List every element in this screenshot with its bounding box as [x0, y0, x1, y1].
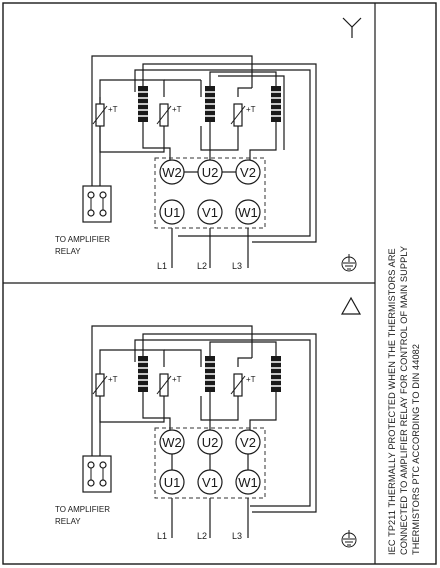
side-note-line-1: IEC TP211 THERMALLY PROTECTED WHEN THE T…	[387, 248, 397, 555]
side-note-line-2: CONNECTED TO AMPLIFIER RELAY FOR CONTROL…	[399, 246, 409, 555]
terminal-label: W1	[238, 475, 258, 490]
relay-contact-block	[82, 455, 112, 493]
terminal-w1	[235, 469, 261, 495]
relay-label-line-1: TO AMPLIFIER	[55, 505, 110, 514]
supply-line-l3: L3	[232, 261, 242, 271]
thermistor-label: +T	[108, 105, 118, 114]
terminal-label: W2	[162, 435, 182, 450]
delta-connection-icon	[340, 296, 362, 315]
ground-icon	[341, 254, 357, 272]
supply-line-l3: L3	[232, 531, 242, 541]
side-note: IEC TP211 THERMALLY PROTECTED WHEN THE T…	[387, 246, 421, 555]
terminal-label: V1	[202, 475, 218, 490]
terminal-v1	[197, 469, 223, 495]
thermistor-label: +T	[172, 375, 182, 384]
terminal-bottom-row: U1 V1 W1	[159, 199, 261, 225]
thermistor-symbol: +T	[230, 103, 256, 127]
terminal-box	[154, 157, 266, 229]
terminal-label: U2	[202, 435, 219, 450]
relay-contact-block	[82, 185, 112, 223]
thermistor-symbol: +T	[92, 373, 118, 397]
winding-coil	[205, 356, 215, 392]
winding-wiring	[134, 63, 317, 268]
terminal-label: V2	[240, 435, 256, 450]
terminal-box	[154, 427, 266, 499]
panel-star: +T +T +T W2 U2 V2 U1 V1	[55, 17, 362, 272]
terminal-top-row: W2 U2 V2	[159, 429, 261, 455]
terminal-w1	[235, 199, 261, 225]
thermistor-symbol: +T	[156, 373, 182, 397]
terminal-label: U1	[164, 205, 181, 220]
panel-delta: +T +T +T W2 U2 V2 U1 V1	[55, 296, 362, 548]
star-connection-icon	[342, 17, 362, 38]
thermistor-symbol: +T	[156, 103, 182, 127]
thermistor-label: +T	[108, 375, 118, 384]
supply-line-l2: L2	[197, 261, 207, 271]
terminal-v1	[197, 199, 223, 225]
terminal-label: W1	[238, 205, 258, 220]
terminal-label: W2	[162, 165, 182, 180]
terminal-label: V2	[240, 165, 256, 180]
terminal-bottom-row: U1 V1 W1	[159, 469, 261, 495]
winding-coil	[271, 356, 281, 392]
thermistor-label: +T	[246, 375, 256, 384]
winding-coil	[271, 86, 281, 122]
thermistor-symbol: +T	[230, 373, 256, 397]
terminal-u1	[159, 469, 185, 495]
supply-line-l2: L2	[197, 531, 207, 541]
terminal-top-row: W2 U2 V2	[159, 159, 261, 185]
thermistor-symbol: +T	[92, 103, 118, 127]
terminal-u1	[159, 199, 185, 225]
supply-line-l1: L1	[157, 261, 167, 271]
terminal-label: U1	[164, 475, 181, 490]
winding-coil	[138, 86, 148, 122]
winding-wiring	[134, 333, 317, 538]
terminal-label: U2	[202, 165, 219, 180]
winding-coil	[138, 356, 148, 392]
terminal-label: V1	[202, 205, 218, 220]
relay-label-line-2: RELAY	[55, 517, 81, 526]
relay-label-line-1: TO AMPLIFIER	[55, 235, 110, 244]
winding-coil	[205, 86, 215, 122]
supply-line-l1: L1	[157, 531, 167, 541]
relay-label-line-2: RELAY	[55, 247, 81, 256]
thermistor-label: +T	[172, 105, 182, 114]
ground-icon	[341, 530, 357, 548]
thermistor-label: +T	[246, 105, 256, 114]
side-note-line-3: THERMISTORS PTC ACCORDING TO DIN 44082	[411, 344, 421, 555]
